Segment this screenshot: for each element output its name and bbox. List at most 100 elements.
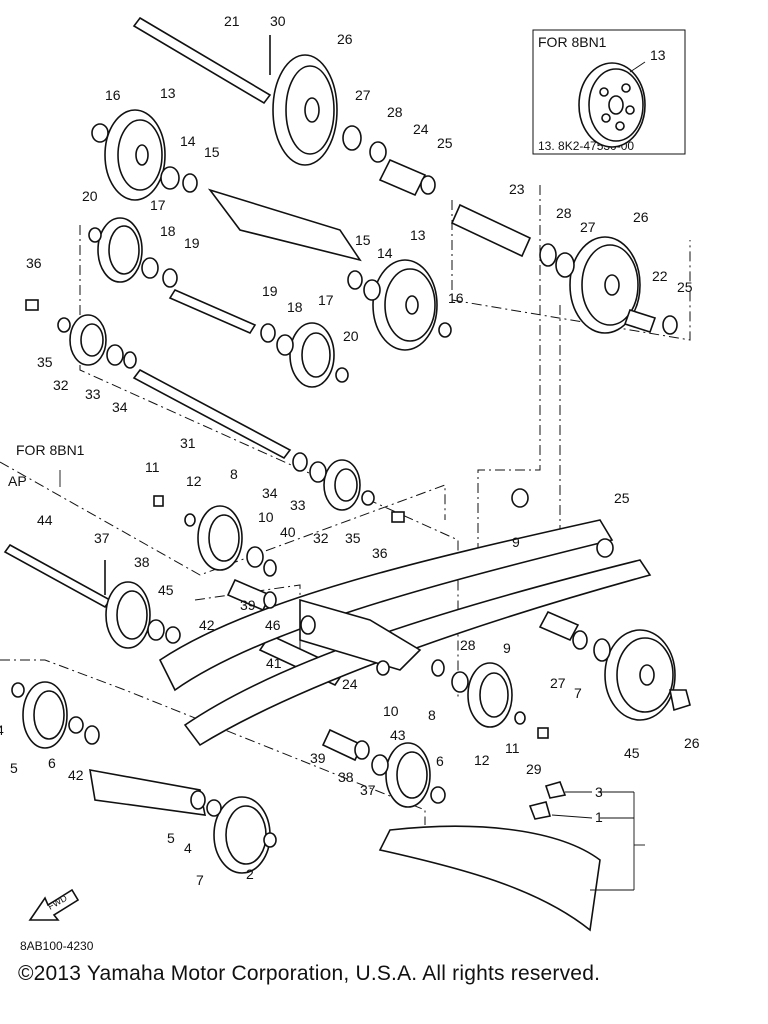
bearing-9b: [451, 671, 469, 693]
washer-39b: [354, 740, 370, 760]
bolt-11: [153, 495, 164, 507]
callout: 8: [230, 466, 238, 482]
callout: 25: [614, 490, 630, 506]
slide-rail-frame: [89, 188, 652, 932]
washer-25: [420, 175, 436, 195]
callout: 36: [26, 255, 42, 271]
front-bracket: [207, 188, 362, 262]
callout: 11: [505, 740, 520, 756]
washer-15: [182, 173, 198, 193]
washer-5b: [206, 799, 222, 817]
wheel-32-center: [323, 459, 361, 511]
callout: 32: [313, 530, 329, 546]
washer-35b: [361, 490, 375, 506]
callout: 24: [413, 121, 429, 137]
callout: 43: [390, 727, 406, 743]
bearing-33b: [309, 461, 327, 483]
callout: 21: [224, 13, 240, 29]
callout: 19: [262, 283, 278, 299]
callout: 5: [10, 760, 18, 776]
washer-35: [57, 317, 71, 333]
callout: 33: [290, 497, 306, 513]
callout: 15: [204, 144, 220, 160]
callout: 26: [684, 735, 700, 751]
callout: 10: [258, 509, 274, 525]
washer-28b: [539, 243, 557, 267]
washer-39: [165, 626, 181, 644]
callout: 1: [595, 809, 603, 825]
callout: 6: [436, 753, 444, 769]
callout: 13: [410, 227, 426, 243]
callout: 28: [556, 205, 572, 221]
callout: 34: [112, 399, 128, 415]
bearing-33: [106, 344, 124, 366]
bearing-9: [246, 546, 264, 568]
inset-title: FOR 8BN1: [538, 34, 607, 50]
callout: 5: [167, 830, 175, 846]
bearing-14: [160, 166, 180, 190]
inset-frame: [532, 29, 686, 155]
washer-25b: [662, 315, 678, 335]
callout: 18: [160, 223, 176, 239]
callout: 35: [345, 530, 361, 546]
wheel-13-center: [372, 259, 438, 351]
wheel-13-left: [104, 109, 166, 201]
rear-bracket: [89, 769, 207, 816]
copyright-notice: ©2013 Yamaha Motor Corporation, U.S.A. A…: [18, 962, 601, 985]
wheel-4-left: [22, 681, 68, 749]
washer-41: [300, 615, 316, 635]
bearing-18: [141, 257, 159, 279]
fwd-arrow: FWD: [28, 888, 80, 921]
washer-10: [263, 559, 277, 577]
nut-16b: [438, 322, 452, 338]
callout: 14: [377, 245, 393, 261]
nut-16: [91, 123, 109, 143]
callout: 39: [240, 597, 256, 613]
callout: 38: [134, 554, 150, 570]
washer-25d: [596, 538, 614, 558]
callout: 26: [633, 209, 649, 225]
bearing-27b: [555, 252, 575, 278]
callout: 7: [574, 685, 582, 701]
callout: 9: [503, 640, 511, 656]
variant-label: FOR 8BN1: [16, 442, 85, 458]
wheel-17-center: [289, 322, 335, 388]
variant-sub-label: AP: [8, 473, 27, 489]
callout: 37: [360, 782, 376, 798]
small-parts: [11, 123, 691, 848]
nut-20: [88, 227, 102, 243]
callout: 30: [270, 13, 286, 29]
washer-25c: [511, 488, 529, 508]
washer-42b: [376, 660, 390, 676]
callout: 22: [652, 268, 668, 284]
callout: 28: [460, 637, 476, 653]
wheel-32-left: [69, 314, 107, 366]
callout: 27: [580, 219, 596, 235]
bearing-38b: [371, 754, 389, 776]
callout: 31: [180, 435, 196, 451]
callout: 8: [428, 707, 436, 723]
callout: 14: [180, 133, 196, 149]
callout: 26: [337, 31, 353, 47]
callout: 24: [342, 676, 358, 692]
callout: 35: [37, 354, 53, 370]
callout: 19: [184, 235, 200, 251]
callout: 25: [677, 279, 693, 295]
callout: 42: [199, 617, 215, 633]
collar-24: [378, 158, 427, 197]
bearing-14b: [363, 279, 381, 301]
leader-lines: [59, 470, 645, 891]
callout: 3: [595, 784, 603, 800]
callout: 29: [526, 761, 542, 777]
callout: 27: [550, 675, 566, 691]
inset-wheel: [578, 62, 646, 148]
callout: 20: [343, 328, 359, 344]
callout: 11: [145, 459, 160, 475]
callout: 18: [287, 299, 303, 315]
washer-28c: [572, 630, 588, 650]
callout: 23: [509, 181, 525, 197]
wheel-26-right: [569, 236, 641, 334]
callout: 9: [512, 534, 520, 550]
shafts: [3, 16, 580, 762]
track-section: [378, 825, 601, 932]
